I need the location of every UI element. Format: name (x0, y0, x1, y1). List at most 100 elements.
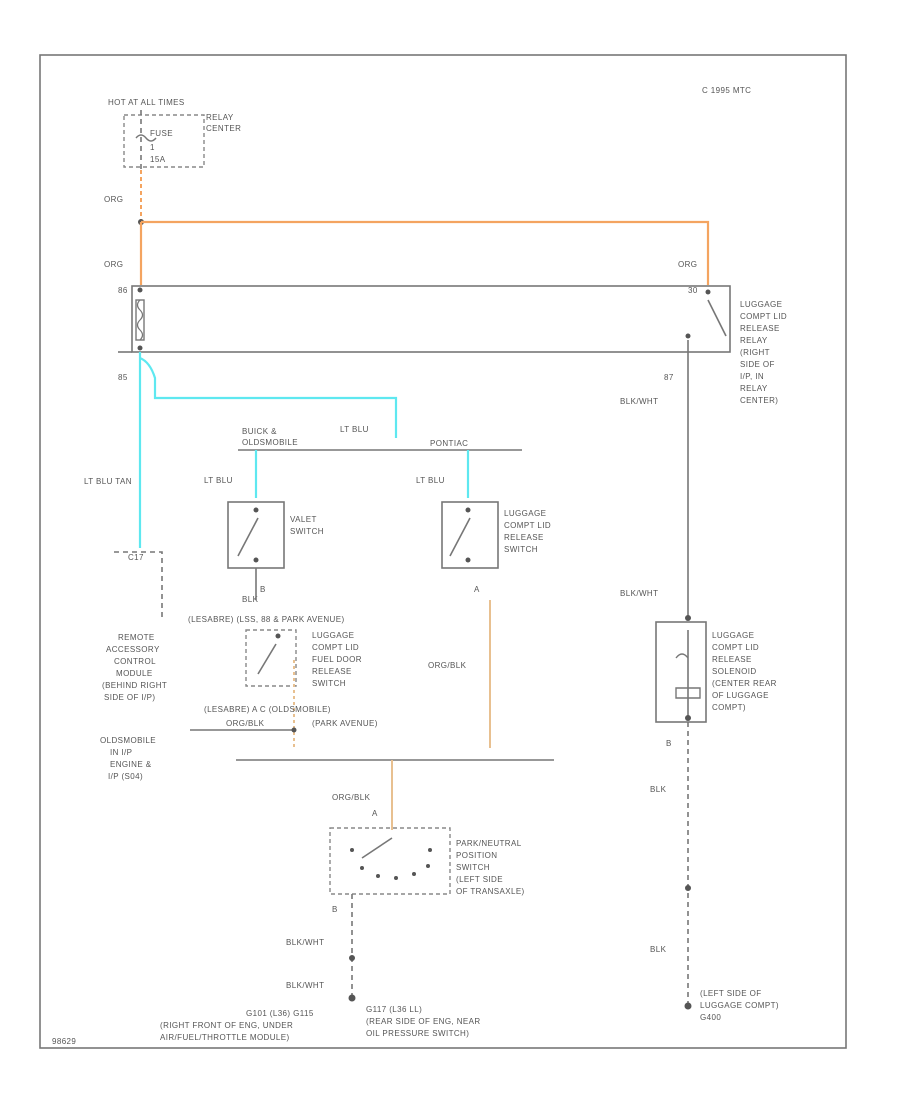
lid-switch-arm (449, 517, 471, 557)
lid-pin-a-label: A (474, 585, 480, 594)
remote-desc-5: (BEHIND RIGHT (102, 681, 167, 690)
solenoid-ground-terminal (684, 1002, 692, 1010)
lt-blu-valet-label: LT BLU (204, 476, 233, 485)
ground-left-3: AIR/FUEL/THROTTLE MODULE) (160, 1033, 290, 1042)
relay-coil-winding (136, 299, 144, 341)
lid-switch-contact-bottom (465, 557, 471, 563)
remote-desc-6: SIDE OF I/P) (104, 693, 155, 702)
relay-contact-arm (707, 299, 727, 337)
relay-pin-85 (137, 345, 143, 351)
ground-mid-1: G117 (L36 LL) (366, 1005, 422, 1014)
org-blk-label-1: ORG/BLK (428, 661, 467, 670)
solenoid-description: LUGGAGE COMPT LID RELEASE SOLENOID (CENT… (712, 631, 777, 712)
solenoid-desc-5: (CENTER REAR (712, 679, 777, 688)
relay-description: LUGGAGE COMPT LID RELEASE RELAY (RIGHT S… (740, 300, 787, 405)
park-desc-1: PARK/NEUTRAL (456, 839, 522, 848)
relay-desc-8: RELAY (740, 384, 768, 393)
pin-87-label: 87 (664, 373, 674, 382)
park-contact-1 (350, 848, 354, 852)
fuel-desc-1: LUGGAGE (312, 631, 354, 640)
park-switch-arm (361, 837, 393, 859)
relay-contact-87 (685, 333, 691, 339)
lt-blu-tan-label: LT BLU TAN (84, 477, 132, 486)
lt-blu-lid-label: LT BLU (416, 476, 445, 485)
relay-contact-30 (705, 289, 711, 295)
relay-desc-2: COMPT LID (740, 312, 787, 321)
c17-label: C17 (128, 553, 144, 562)
relay-desc-9: CENTER) (740, 396, 778, 405)
olds-note-3: ENGINE & (110, 760, 152, 769)
valet-pin-b-label: B (260, 585, 266, 594)
blk-wht-label-2: BLK/WHT (620, 589, 658, 598)
fuel-switch-arm (257, 643, 277, 675)
fuel-desc-5: SWITCH (312, 679, 346, 688)
remote-desc-1: REMOTE (118, 633, 155, 642)
park-ave-row-label: (PARK AVENUE) (312, 719, 378, 728)
reference-number: 98629 (52, 1037, 76, 1046)
fuel-desc-3: FUEL DOOR (312, 655, 362, 664)
valet-blk-label: BLK (242, 595, 259, 604)
solenoid-desc-2: COMPT LID (712, 643, 759, 652)
orange-wire (141, 220, 710, 285)
pontiac-label: PONTIAC (430, 439, 468, 448)
lid-switch-contact-top (465, 507, 471, 513)
park-ground-terminal (348, 994, 356, 1002)
cyan-wire-main (138, 352, 398, 548)
fuse-block (123, 114, 205, 168)
park-contact-6 (412, 872, 416, 876)
org-blk-label-2: ORG/BLK (226, 719, 265, 728)
relay-box (131, 285, 731, 353)
valet-switch-label-1: VALET (290, 515, 317, 524)
blk-label-1: BLK (650, 785, 667, 794)
solenoid-desc-6: OF LUGGAGE (712, 691, 769, 700)
lid-switch-label-1: LUGGAGE (504, 509, 546, 518)
ground-left-description: G101 (L36) G115 (RIGHT FRONT OF ENG, UND… (160, 1009, 313, 1042)
park-pin-a-label: A (372, 809, 378, 818)
park-contact-2 (428, 848, 432, 852)
buick-olds-label-1: BUICK & (242, 427, 277, 436)
blk-wht-label-4: BLK/WHT (286, 981, 324, 990)
valet-switch-arm (237, 517, 259, 557)
park-switch-contacts (350, 837, 432, 880)
remote-desc-2: ACCESSORY (106, 645, 160, 654)
solenoid-box (655, 621, 707, 723)
org-label-3: ORG (678, 260, 697, 269)
fuel-switch-description: LUGGAGE COMPT LID FUEL DOOR RELEASE SWIT… (312, 631, 362, 688)
solenoid-coil-icon (675, 653, 701, 699)
hot-at-all-times-label: HOT AT ALL TIMES (108, 98, 185, 107)
solenoid-pin-top (685, 615, 691, 621)
ground-right-description: (LEFT SIDE OF LUGGAGE COMPT) G400 (700, 989, 779, 1022)
park-contact-4 (376, 874, 380, 878)
pin-85-label: 85 (118, 373, 128, 382)
oldsmobile-note: OLDSMOBILE IN I/P ENGINE & I/P (S04) (100, 736, 156, 781)
ground-mid-2: (REAR SIDE OF ENG, NEAR (366, 1017, 481, 1026)
valet-switch-contact-bottom (253, 557, 259, 563)
relay-center-label: RELAY (206, 113, 234, 122)
remote-module-description: REMOTE ACCESSORY CONTROL MODULE (BEHIND … (102, 633, 167, 702)
org-label-2: ORG (104, 260, 123, 269)
solenoid-ground-splice (685, 885, 691, 891)
fuse-amperage: 15A (150, 155, 166, 164)
lid-switch-box (441, 501, 499, 569)
ground-right-3: G400 (700, 1013, 721, 1022)
buick-olds-label-2: OLDSMOBILE (242, 438, 298, 447)
lt-blu-top-label: LT BLU (340, 425, 369, 434)
park-desc-2: POSITION (456, 851, 497, 860)
solenoid-desc-4: SOLENOID (712, 667, 757, 676)
park-pin-b-label: B (332, 905, 338, 914)
pin-86-label: 86 (118, 286, 128, 295)
lid-switch-label-4: SWITCH (504, 545, 538, 554)
remote-desc-3: CONTROL (114, 657, 156, 666)
blk-wht-label-1: BLK/WHT (620, 397, 658, 406)
diagram-frame (39, 54, 847, 1049)
ground-mid-3: OIL PRESSURE SWITCH) (366, 1029, 469, 1038)
relay-desc-7: I/P, IN (740, 372, 764, 381)
lesabre-row-label: (LESABRE) (LSS, 88 & PARK AVENUE) (188, 615, 345, 624)
park-desc-3: SWITCH (456, 863, 490, 872)
fuel-switch-box (245, 629, 297, 687)
copyright-label: C 1995 MTC (702, 86, 751, 95)
fuel-branch-dot (291, 727, 297, 733)
fuel-desc-2: COMPT LID (312, 643, 359, 652)
park-switch-description: PARK/NEUTRAL POSITION SWITCH (LEFT SIDE … (456, 839, 524, 896)
